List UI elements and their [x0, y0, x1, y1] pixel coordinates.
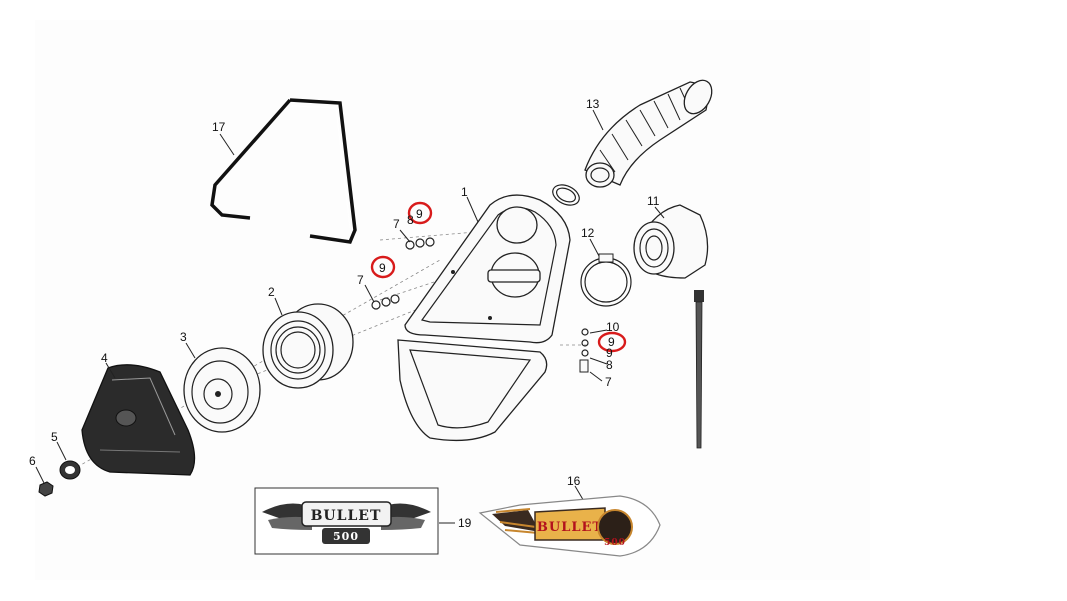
part-13-intake-hose: [584, 79, 713, 188]
cable-tie: [694, 290, 704, 449]
callout-11: 11: [647, 194, 660, 208]
badge-right-number: 500: [604, 538, 626, 548]
callout-labels: 1 2 3 4 5 6 7 7 7 8 8 9 9 9 9 10 11 12 1…: [29, 97, 660, 530]
callout-7-upper: 7: [393, 217, 400, 231]
part-19-winged-badge: BULLET 500: [254, 487, 439, 555]
highlight-circle-9a: [407, 201, 433, 225]
callout-10: 10: [606, 320, 620, 334]
part-12-clamp-ring: [580, 253, 632, 307]
callout-9-middle: 9: [379, 261, 386, 275]
highlight-circle-9c: [597, 331, 627, 353]
callout-9-right-lower: 9: [606, 346, 613, 360]
callout-16: 16: [567, 474, 581, 488]
callout-8-right: 8: [606, 358, 613, 372]
badge-left-word: BULLET: [311, 508, 382, 524]
part-6-nut: [38, 481, 54, 497]
part-1-air-box: [404, 194, 571, 344]
callout-5: 5: [51, 430, 58, 444]
part-4-outer-cover: [81, 364, 196, 476]
callout-1: 1: [461, 185, 468, 199]
part-1-lower-shell: [397, 339, 548, 442]
callout-2: 2: [268, 285, 275, 299]
callout-7-right: 7: [605, 375, 612, 389]
part-5-washer: [59, 460, 81, 480]
callout-6: 6: [29, 454, 36, 468]
part-11-adaptor: [633, 204, 709, 279]
callout-19: 19: [458, 516, 472, 530]
callout-4: 4: [101, 351, 108, 365]
part-2-filter-element: [262, 303, 354, 389]
part-3-cover-disc: [183, 347, 261, 433]
badge-left-number: 500: [333, 530, 359, 543]
callout-12: 12: [581, 226, 595, 240]
callout-9-upper: 9: [416, 207, 423, 221]
highlight-circles: [370, 201, 627, 353]
callout-3: 3: [180, 330, 187, 344]
hose-clamp-small: [552, 184, 580, 206]
callout-7-middle: 7: [357, 273, 364, 287]
badge-right-word: BULLET: [537, 520, 603, 535]
callout-17: 17: [212, 120, 226, 134]
callout-9-right: 9: [608, 335, 615, 349]
callout-8-upper: 8: [407, 213, 414, 227]
part-17-gasket: [210, 98, 357, 244]
leader-lines: [35, 109, 665, 524]
hardware-bolts-washers: [371, 237, 589, 373]
part-16-color-badge: BULLET 500: [478, 495, 661, 557]
highlight-circle-9b: [370, 255, 396, 279]
callout-13: 13: [586, 97, 600, 111]
